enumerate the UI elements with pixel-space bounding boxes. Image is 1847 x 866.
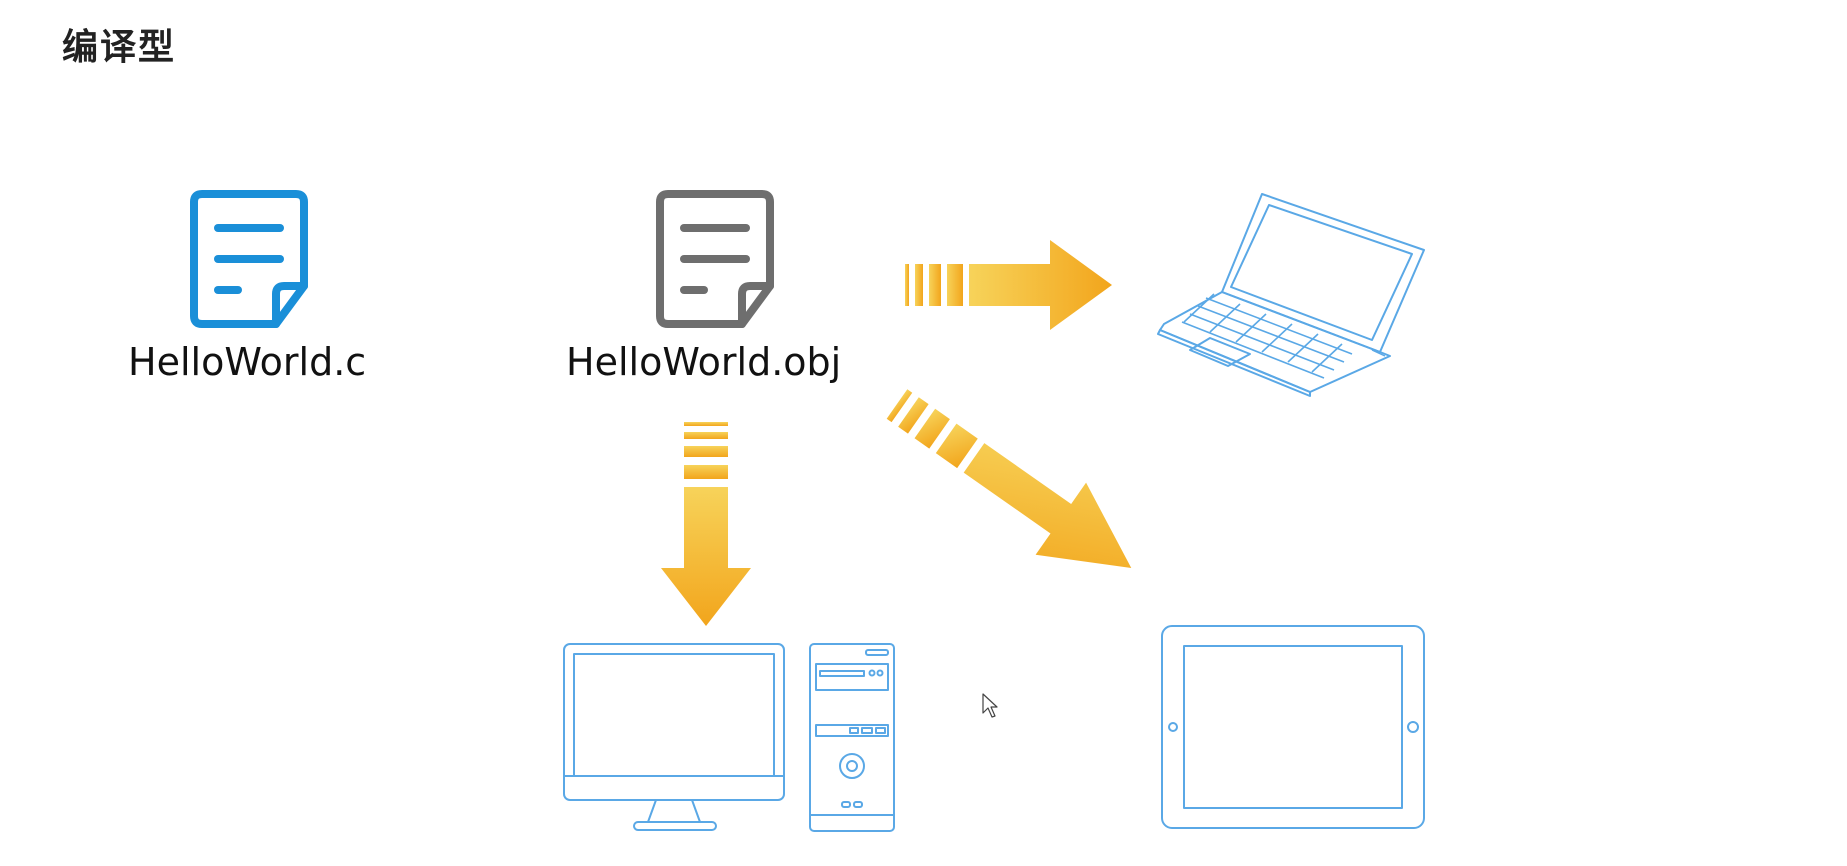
arrow-to-laptop (905, 240, 1112, 330)
arrow-to-tablet (886, 389, 1132, 569)
tablet-icon (1161, 625, 1425, 829)
mouse-cursor-icon (982, 693, 998, 718)
desktop-computer-icon (563, 643, 785, 831)
object-file-label: HelloWorld.obj (566, 340, 842, 384)
source-file-label: HelloWorld.c (128, 340, 367, 384)
object-document-icon (656, 190, 774, 328)
source-document-icon (190, 190, 308, 328)
desktop-tower-icon (809, 643, 895, 832)
page-title: 编译型 (62, 27, 177, 68)
arrow-to-desktop (661, 422, 751, 626)
laptop-icon (1157, 193, 1425, 397)
